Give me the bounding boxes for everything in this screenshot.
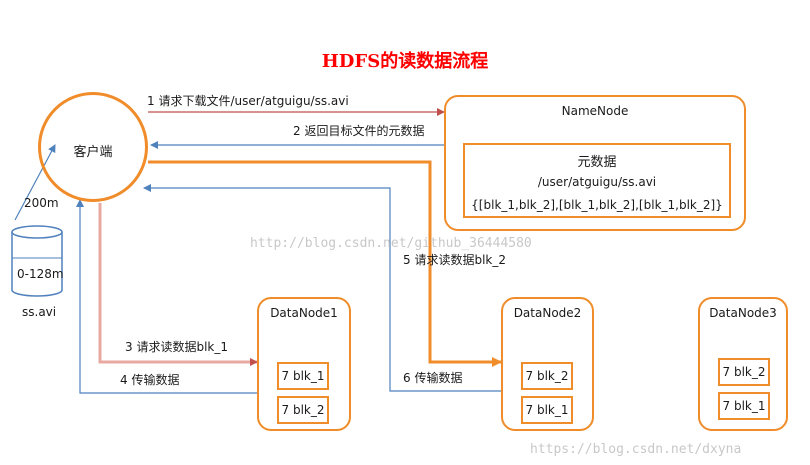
datanode2-label: DataNode2 bbox=[513, 306, 582, 320]
datanode1-block-1: 7 blk_1 bbox=[277, 362, 329, 390]
datanode3-block-1: 7 blk_2 bbox=[718, 358, 770, 386]
step4-label: 4 传输数据 bbox=[120, 373, 180, 387]
datanode1-label: DataNode1 bbox=[270, 306, 338, 320]
metadata-title: 元数据 bbox=[577, 155, 617, 170]
arrow-step4 bbox=[76, 199, 257, 394]
metadata-box: 元数据 /user/atguigu/ss.avi {[blk_1,blk_2],… bbox=[463, 143, 731, 218]
arrow-step3 bbox=[98, 203, 258, 366]
step6-label: 6 传输数据 bbox=[403, 371, 463, 385]
step1-label: 1 请求下载文件/user/atguigu/ss.avi bbox=[147, 94, 349, 108]
file-size-label: 200m bbox=[24, 196, 59, 210]
datanode2-block-2: 7 blk_1 bbox=[521, 396, 573, 424]
client-node: 客户端 bbox=[38, 92, 148, 202]
diagram-title: HDFS的读数据流程 bbox=[321, 51, 489, 72]
metadata-path: /user/atguigu/ss.avi bbox=[537, 175, 657, 189]
step5-label: 5 请求读数据blk_2 bbox=[403, 253, 506, 267]
file-range-label: 0-128m bbox=[17, 267, 64, 281]
namenode-label: NameNode bbox=[561, 104, 629, 118]
datanode1-block-2: 7 blk_2 bbox=[277, 396, 329, 424]
file-cylinder-icon bbox=[11, 225, 63, 297]
metadata-blocks: {[blk_1,blk_2],[blk_1,blk_2],[blk_1,blk_… bbox=[471, 198, 723, 212]
datanode3-block-2: 7 blk_1 bbox=[718, 392, 770, 420]
datanode2-block-1: 7 blk_2 bbox=[521, 362, 573, 390]
step2-label: 2 返回目标文件的元数据 bbox=[293, 124, 425, 138]
client-label: 客户端 bbox=[73, 145, 113, 160]
watermark-2: https://blog.csdn.net/dxyna bbox=[530, 442, 742, 457]
datanode3-label: DataNode3 bbox=[709, 306, 777, 320]
namenode-box: NameNode bbox=[444, 95, 746, 231]
watermark-1: http://blog.csdn.net/github_36444580 bbox=[250, 236, 532, 251]
arrow-step5 bbox=[148, 160, 502, 367]
arrow-step6 bbox=[143, 184, 501, 392]
file-name-label: ss.avi bbox=[22, 305, 57, 319]
step3-label: 3 请求读数据blk_1 bbox=[125, 340, 228, 354]
